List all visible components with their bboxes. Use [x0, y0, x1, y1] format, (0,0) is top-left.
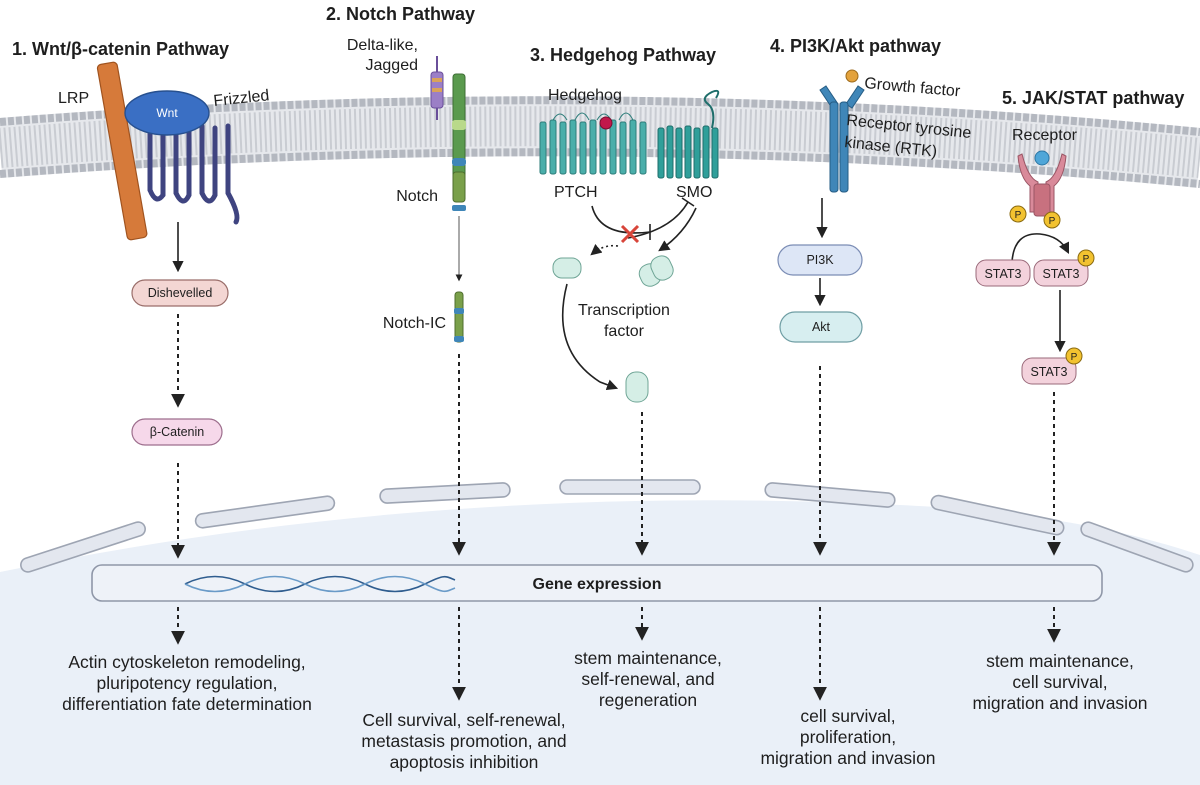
nucleus-region — [0, 500, 1200, 785]
hedgehog-outcome-line-2: self-renewal, and — [581, 669, 714, 689]
jakstat-pathway-title: 5. JAK/STAT pathway — [1002, 88, 1184, 108]
ptch-receptor-shape — [539, 112, 647, 175]
growth-factor-shape — [845, 69, 859, 83]
phospho-icon: P P — [1009, 205, 1061, 229]
wnt-ligand-shape — [124, 90, 210, 136]
growth-factor-label: Growth factor — [864, 75, 962, 100]
dna-helix — [184, 575, 456, 593]
arrow — [590, 243, 619, 256]
pi3k-outcome-line-3: migration and invasion — [760, 748, 935, 768]
transcription-factor-active-shape — [625, 371, 649, 403]
stat3-nuclear-node — [1021, 357, 1077, 385]
notch-ic-shape — [454, 291, 464, 343]
wnt-pathway-title: 1. Wnt/β-catenin Pathway — [12, 39, 229, 59]
phospho-icon: P — [1065, 347, 1083, 365]
jak-receptor-shape — [1017, 153, 1067, 217]
notch-pathway-title: 2. Notch Pathway — [326, 4, 475, 24]
notch-label: Notch — [396, 188, 438, 205]
stat3-node — [975, 259, 1031, 287]
akt-label: Akt — [812, 320, 831, 334]
svg-text:P: P — [1049, 216, 1056, 227]
jagged-label: Jagged — [366, 57, 419, 74]
arrow — [561, 283, 619, 391]
stat3-phospho-node — [1033, 259, 1089, 287]
akt-node — [779, 311, 863, 343]
smo-label: SMO — [676, 184, 712, 201]
hedgehog-outcome-line-1: stem maintenance, — [574, 648, 722, 668]
notch-ic-label: Notch-IC — [383, 315, 446, 332]
frizzled-label: Frizzled — [213, 87, 270, 110]
transcription-factor-complex-shape — [638, 255, 674, 287]
svg-text:P: P — [1071, 352, 1078, 363]
jakstat-outcome-line-1: stem maintenance, — [986, 651, 1134, 671]
ptch-inhibition-arrow — [591, 205, 651, 234]
notch-receptor-shape — [452, 73, 466, 211]
dishevelled-label: Dishevelled — [148, 286, 213, 300]
arrow — [1011, 233, 1070, 263]
wnt-outcome-line-2: pluripotency regulation, — [97, 673, 278, 693]
notch-outcome-line-1: Cell survival, self-renewal, — [362, 710, 565, 730]
beta-catenin-label: β-Catenin — [150, 425, 204, 439]
pi3k-node — [777, 244, 863, 276]
svg-text:P: P — [1015, 210, 1022, 221]
hedgehog-ligand-shape — [599, 116, 613, 130]
hedgehog-pathway-title: 3. Hedgehog Pathway — [530, 45, 716, 65]
lrp-receptor-shape — [96, 61, 148, 241]
jakstat-outcome-line-2: cell survival, — [1012, 672, 1107, 692]
frizzled-receptor-shape — [147, 122, 240, 225]
pi3k-outcome-line-1: cell survival, — [800, 706, 895, 726]
hedgehog-label: Hedgehog — [548, 87, 622, 104]
dishevelled-node — [131, 279, 229, 307]
stat3-nuclear-label: STAT3 — [1030, 365, 1067, 379]
stat3-phospho-label: STAT3 — [1042, 267, 1079, 281]
notch-outcome-line-2: metastasis promotion, and — [361, 731, 566, 751]
delta-ligand-shape — [430, 56, 444, 120]
smo-receptor-shape — [657, 89, 720, 179]
delta-like-label: Delta-like, — [347, 37, 418, 54]
lrp-label: LRP — [58, 90, 89, 107]
smo-inhibition-bar — [681, 197, 695, 207]
smo-arrow — [627, 201, 689, 239]
transcription-factor-label-1: Transcription — [578, 302, 670, 319]
hedgehog-outcome-line-3: regeneration — [599, 690, 697, 710]
wnt-outcome-line-3: differentiation fate determination — [62, 694, 312, 714]
receptor-label: Receptor — [1012, 127, 1078, 144]
jakstat-outcome-line-3: migration and invasion — [972, 693, 1147, 713]
pi3k-pathway-title: 4. PI3K/Akt pathway — [770, 36, 941, 56]
wnt-outcome-line-1: Actin cytoskeleton remodeling, — [68, 652, 305, 672]
beta-catenin-node — [131, 418, 223, 446]
wnt-label: Wnt — [156, 106, 178, 120]
ptch-label: PTCH — [554, 184, 598, 201]
transcription-factor-inactive-shape — [552, 257, 582, 279]
arrow — [658, 207, 697, 252]
pi3k-label: PI3K — [806, 253, 834, 267]
gene-expression-bar — [91, 564, 1103, 602]
blocked-x-icon — [620, 224, 640, 244]
transcription-factor-label-2: factor — [604, 323, 645, 340]
nuclear-envelope — [20, 479, 1194, 573]
notch-outcome-line-3: apoptosis inhibition — [390, 752, 539, 772]
pi3k-outcome-line-2: proliferation, — [800, 727, 896, 747]
receptor-ligand-shape — [1034, 150, 1050, 166]
gene-expression-label: Gene expression — [533, 576, 662, 593]
rtk-receptor-shape — [819, 85, 865, 193]
svg-text:P: P — [1083, 254, 1090, 265]
stat3-label: STAT3 — [984, 267, 1021, 281]
phospho-icon: P — [1077, 249, 1095, 267]
